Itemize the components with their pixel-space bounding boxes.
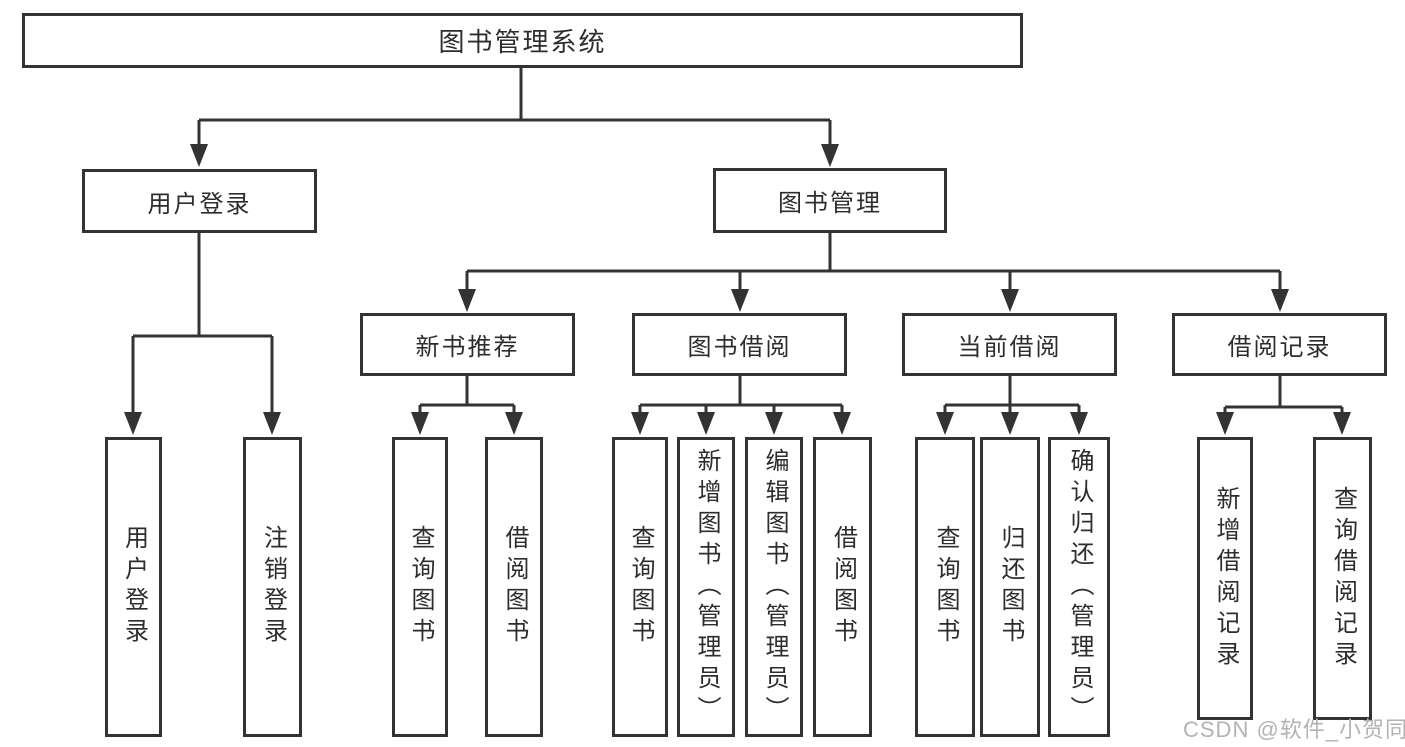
node-new-book-recommendation: 新书推荐 bbox=[360, 313, 575, 376]
leaf-edit-books-admin-label: 编辑图书（管理员） bbox=[761, 447, 788, 727]
node-system-root-label: 图书管理系统 bbox=[438, 27, 607, 57]
leaf-search-borrow-record: 查询借阅记录 bbox=[1313, 437, 1372, 720]
leaf-search-borrow-record-label: 查询借阅记录 bbox=[1329, 485, 1357, 672]
leaf-add-books-admin: 新增图书（管理员） bbox=[677, 437, 735, 737]
node-book-management: 图书管理 bbox=[713, 168, 947, 233]
leaf-confirm-return-admin: 确认归还（管理员） bbox=[1048, 437, 1110, 737]
leaf-return-books-label: 归还图书 bbox=[997, 525, 1024, 649]
leaf-user-login-label: 用户登录 bbox=[120, 525, 148, 649]
node-current-borrowing: 当前借阅 bbox=[902, 313, 1117, 376]
leaf-logout-label: 注销登录 bbox=[259, 525, 287, 649]
leaf-search-books-recommend: 查询图书 bbox=[392, 437, 448, 737]
leaf-search-books-recommend-label: 查询图书 bbox=[407, 525, 434, 649]
leaf-search-books-borrowing-label: 查询图书 bbox=[627, 525, 654, 649]
leaf-add-borrow-record: 新增借阅记录 bbox=[1197, 437, 1253, 720]
node-book-borrowing-label: 图书借阅 bbox=[687, 334, 792, 361]
node-current-borrowing-label: 当前借阅 bbox=[957, 334, 1062, 361]
leaf-edit-books-admin: 编辑图书（管理员） bbox=[745, 437, 803, 737]
node-borrowing-records: 借阅记录 bbox=[1172, 313, 1387, 376]
leaf-logout: 注销登录 bbox=[243, 437, 302, 737]
leaf-search-books-current: 查询图书 bbox=[915, 437, 975, 737]
arrowheads bbox=[124, 144, 1351, 435]
node-book-management-label: 图书管理 bbox=[778, 190, 882, 217]
leaf-search-books-current-label: 查询图书 bbox=[932, 525, 959, 649]
leaf-add-books-admin-label: 新增图书（管理员） bbox=[693, 447, 720, 727]
leaf-borrow-books-recommend-label: 借阅图书 bbox=[501, 525, 528, 649]
leaf-confirm-return-admin-label: 确认归还（管理员） bbox=[1066, 447, 1093, 727]
node-borrowing-records-label: 借阅记录 bbox=[1227, 334, 1332, 361]
node-book-borrowing: 图书借阅 bbox=[632, 313, 847, 376]
leaf-borrow-books-borrowing: 借阅图书 bbox=[813, 437, 872, 737]
node-user-login-label: 用户登录 bbox=[147, 190, 252, 218]
leaf-add-borrow-record-label: 新增借阅记录 bbox=[1212, 485, 1239, 672]
node-system-root: 图书管理系统 bbox=[22, 13, 1023, 68]
leaf-borrow-books-recommend: 借阅图书 bbox=[485, 437, 543, 737]
node-user-login: 用户登录 bbox=[82, 169, 317, 233]
leaf-search-books-borrowing: 查询图书 bbox=[612, 437, 668, 737]
leaf-return-books: 归还图书 bbox=[980, 437, 1040, 737]
leaf-user-login: 用户登录 bbox=[105, 437, 162, 737]
node-new-book-recommendation-label: 新书推荐 bbox=[415, 334, 520, 361]
leaf-borrow-books-borrowing-label: 借阅图书 bbox=[829, 525, 857, 649]
csdn-watermark: CSDN @软件_小贺同学 bbox=[1183, 717, 1405, 742]
